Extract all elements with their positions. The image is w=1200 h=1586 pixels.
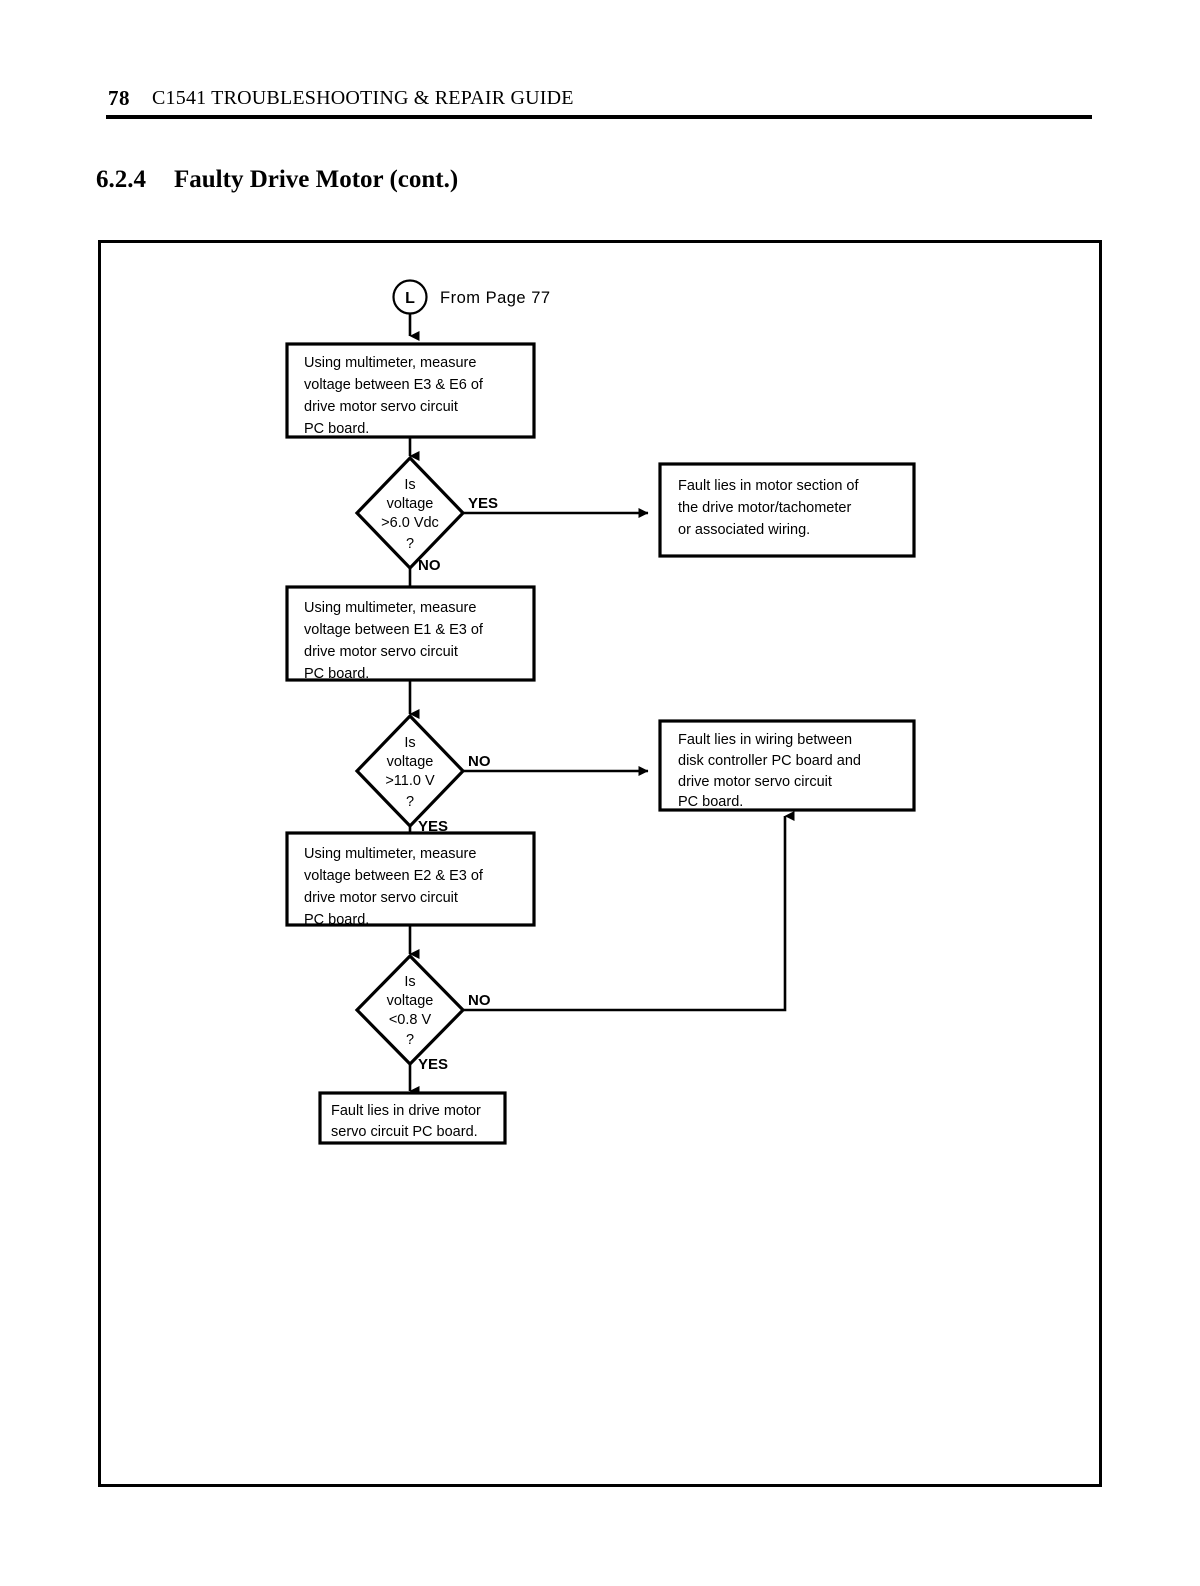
decision-08v-line-3: <0.8 V <box>389 1012 432 1028</box>
process-box-measure-e2-e3 <box>285 831 536 927</box>
header-rule <box>106 115 1092 119</box>
fault-wiring-line-4: PC board. <box>678 794 743 810</box>
process-box-measure-e2-e3-line-3: drive motor servo circuit <box>304 890 458 906</box>
flowchart-diagram: L From Page 77 Using multimeter, measure… <box>285 279 916 1145</box>
process-box-measure-e2-e3-line-1: Using multimeter, measure <box>304 846 476 862</box>
decision-11v-line-4: ? <box>406 794 414 810</box>
connector-circle-L <box>392 279 428 315</box>
branch-label-11v-no: NO <box>468 753 491 770</box>
process-box-measure-e2-e3-line-4: PC board. <box>304 912 369 928</box>
process-box-measure-e1-e3-line-1: Using multimeter, measure <box>304 600 476 616</box>
fault-wiring-line-1: Fault lies in wiring between <box>678 732 852 748</box>
process-box-measure-e3-e6-line-4: PC board. <box>304 421 369 437</box>
fault-motor-section-line-1: Fault lies in motor section of <box>678 478 859 494</box>
section-heading: 6.2.4 Faulty Drive Motor (cont.) <box>96 166 996 198</box>
branch-label-08v-no: NO <box>468 992 491 1009</box>
decision-11v-line-1: Is <box>404 735 415 751</box>
running-head: 78 C1541 TROUBLESHOOTING & REPAIR GUIDE <box>108 86 1092 120</box>
process-box-measure-e1-e3-line-3: drive motor servo circuit <box>304 644 458 660</box>
flowline-decision3-no-feedback-loop <box>463 811 795 1012</box>
decision-08v-line-4: ? <box>406 1032 414 1048</box>
connector-letter: L <box>405 290 415 307</box>
process-box-measure-e1-e3-line-2: voltage between E1 & E3 of <box>304 622 484 638</box>
fault-wiring-line-2: disk controller PC board and <box>678 753 861 769</box>
branch-label-11v-yes: YES <box>418 818 448 835</box>
fault-servo-board-line-2: servo circuit PC board. <box>331 1124 478 1140</box>
fault-servo-board-line-1: Fault lies in drive motor <box>331 1103 481 1119</box>
decision-6v-line-1: Is <box>404 477 415 493</box>
terminator-box-fault-wiring <box>658 719 916 812</box>
process-box-measure-e3-e6-line-3: drive motor servo circuit <box>304 399 458 415</box>
guide-title: C1541 TROUBLESHOOTING & REPAIR GUIDE <box>152 87 574 109</box>
section-title: Faulty Drive Motor (cont.) <box>174 166 459 193</box>
process-box-measure-e2-e3-line-2: voltage between E2 & E3 of <box>304 868 484 884</box>
terminator-box-fault-servo-board <box>318 1091 507 1145</box>
decision-11v-line-3: >11.0 V <box>385 773 435 789</box>
process-box-measure-e3-e6-line-1: Using multimeter, measure <box>304 355 476 371</box>
decision-6v-line-3: >6.0 Vdc <box>381 515 439 531</box>
branch-label-08v-yes: YES <box>418 1056 448 1073</box>
decision-08v-line-2: voltage <box>387 993 434 1009</box>
decision-6v-line-2: voltage <box>387 496 434 512</box>
process-box-measure-e1-e3-line-4: PC board. <box>304 666 369 682</box>
terminator-box-fault-motor-section <box>658 462 916 558</box>
process-box-measure-e3-e6 <box>285 342 536 439</box>
decision-11v-line-2: voltage <box>387 754 434 770</box>
page-number: 78 <box>108 86 130 110</box>
decision-6v-line-4: ? <box>406 536 414 552</box>
section-number: 6.2.4 <box>96 166 146 193</box>
branch-label-6v-yes: YES <box>468 495 498 512</box>
process-box-measure-e3-e6-line-2: voltage between E3 & E6 of <box>304 377 484 393</box>
decision-08v-line-1: Is <box>404 974 415 990</box>
fault-motor-section-line-3: or associated wiring. <box>678 522 810 538</box>
from-page-caption: From Page 77 <box>440 289 551 307</box>
fault-wiring-line-3: drive motor servo circuit <box>678 774 832 790</box>
fault-motor-section-line-2: the drive motor/tachometer <box>678 500 851 516</box>
figure-frame <box>98 240 1102 1487</box>
branch-label-6v-no: NO <box>418 557 441 574</box>
